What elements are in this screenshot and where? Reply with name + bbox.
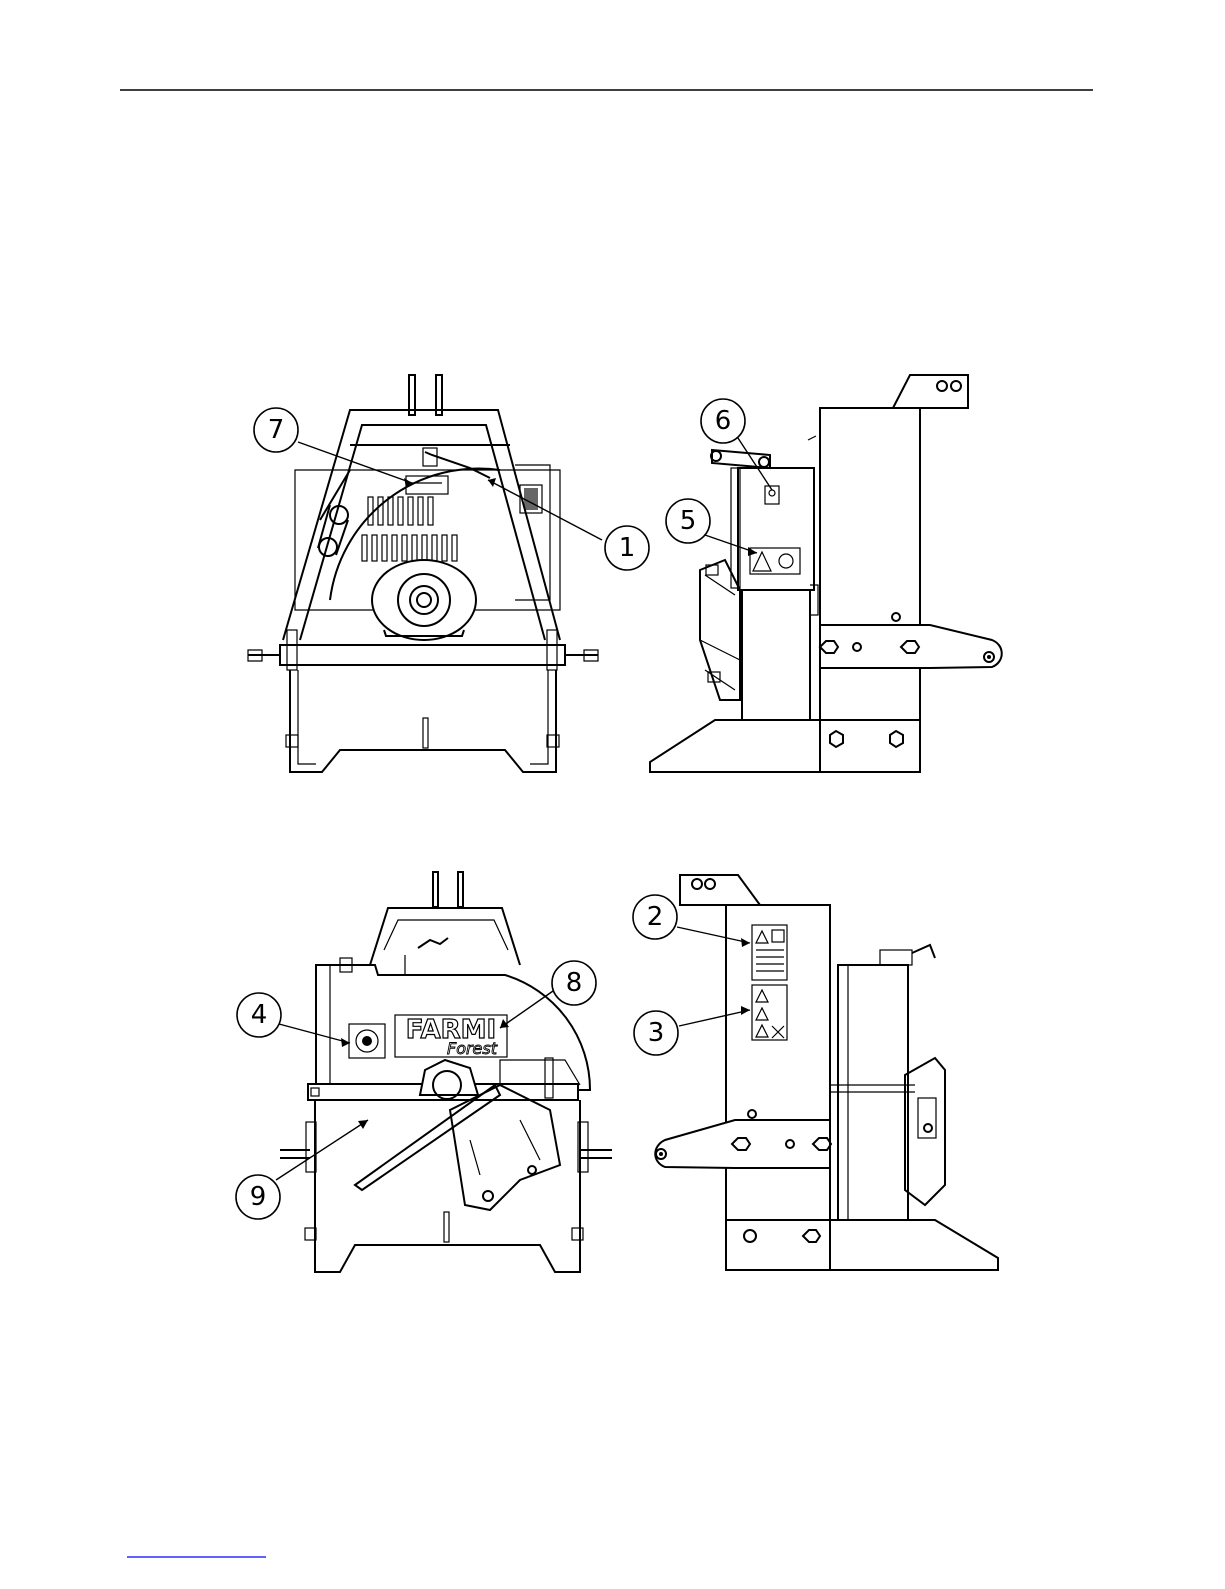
pto-pulley [372,560,476,640]
rear-view: FARMI Forest [280,872,612,1272]
callout-1: 1 [605,526,649,570]
callout-6: 6 [701,399,745,443]
vent-slots-upper [368,497,433,525]
decal-3-rect [752,985,787,1040]
callout-6-label: 6 [715,406,732,436]
callout-2: 2 [633,895,677,939]
decal-2-rect [752,925,787,980]
vent-slots-lower [362,535,457,561]
decal-6-rect [765,486,779,504]
callout-9: 9 [236,1175,280,1219]
side-view-left [655,875,998,1270]
callout-8-label: 8 [566,968,583,998]
callout-3: 3 [634,1011,678,1055]
callout-2-label: 2 [647,902,664,932]
callout-4-label: 4 [251,1000,268,1030]
callout-3-label: 3 [648,1018,665,1048]
callout-9-label: 9 [250,1182,267,1212]
callout-7-label: 7 [268,415,285,445]
callout-7: 7 [254,408,298,452]
callout-5: 5 [666,499,710,543]
callout-4: 4 [237,993,281,1037]
callout-8: 8 [552,961,596,1005]
callout-leaders [276,435,772,1180]
callout-1-label: 1 [619,533,636,563]
callout-5-label: 5 [680,506,697,536]
side-view-right [650,375,1002,772]
front-view [248,375,598,772]
forest-logo-text: Forest [447,1039,498,1058]
